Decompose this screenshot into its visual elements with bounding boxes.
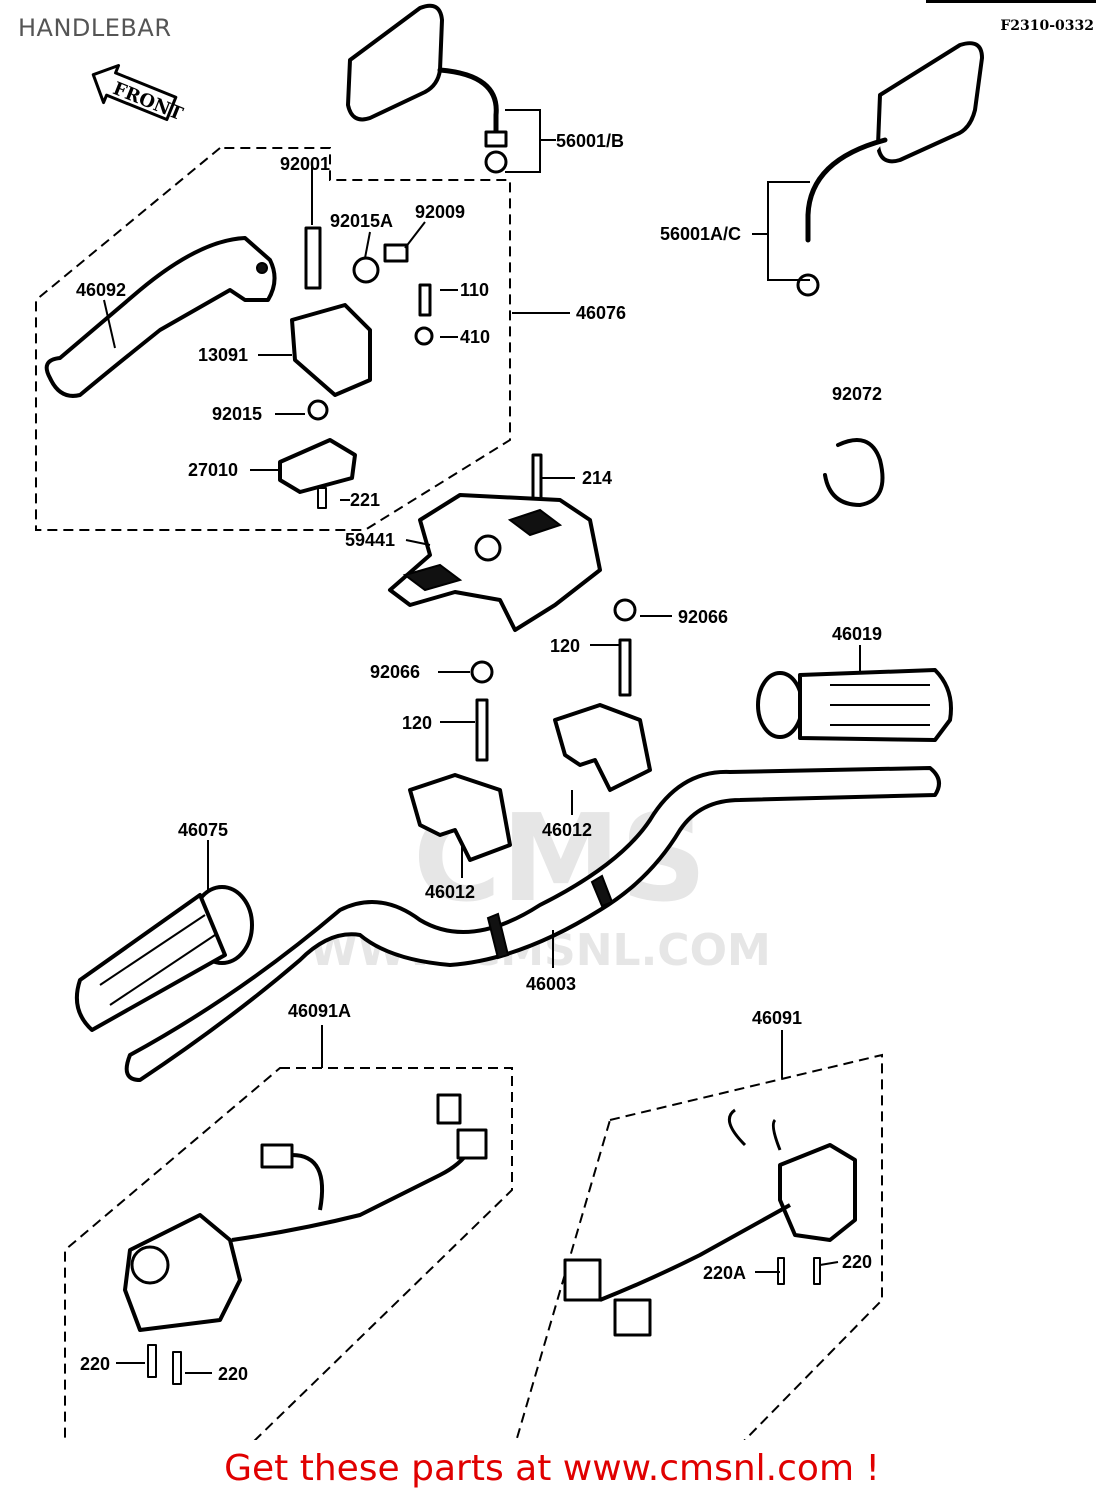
label-46092: 46092: [76, 280, 126, 300]
label-27010: 27010: [188, 460, 238, 480]
label-46003: 46003: [526, 974, 576, 994]
right-mirror: [796, 41, 984, 297]
left-switch-housing: [123, 1093, 488, 1385]
page-title: HANDLEBAR: [18, 14, 172, 42]
clip-92072: [823, 438, 885, 507]
top-clamp-59441: [388, 453, 602, 632]
parts-diagram: CMS WWW.CMSNL.COM FRONT: [35, 3, 984, 1440]
label-214: 214: [582, 468, 612, 488]
brake-lever: [44, 236, 277, 398]
label-92009: 92009: [415, 202, 465, 222]
footer-link-text[interactable]: Get these parts at www.cmsnl.com !: [224, 1448, 880, 1489]
group-box-46091: [515, 1053, 883, 1440]
label-220-c: 220: [218, 1364, 248, 1384]
diagram-code: F2310-0332: [1000, 18, 1094, 34]
label-46091: 46091: [752, 1008, 802, 1028]
leader-lines: [103, 165, 861, 1374]
left-mirror: [346, 3, 508, 174]
grip-46019: [756, 668, 953, 742]
part-labels: 56001/B 56001A/C 92001 92015A 92009 110 …: [76, 131, 882, 1384]
label-46091a: 46091A: [288, 1001, 351, 1021]
label-13091: 13091: [198, 345, 248, 365]
label-410: 410: [460, 327, 490, 347]
bracket-56001ac: [752, 181, 810, 281]
label-92066-a: 92066: [678, 607, 728, 627]
label-59441: 59441: [345, 530, 395, 550]
bracket-56001b: [505, 109, 556, 173]
bolts-120: [470, 598, 637, 762]
label-110: 110: [460, 280, 489, 300]
label-120-b: 120: [402, 713, 432, 733]
label-92015a: 92015A: [330, 211, 393, 231]
right-switch-housing: [563, 1108, 857, 1337]
label-221: 221: [350, 490, 380, 510]
label-46076: 46076: [576, 303, 626, 323]
label-56001ac: 56001A/C: [660, 224, 741, 244]
label-220a: 220A: [703, 1263, 746, 1283]
holder-blocks-46012: [408, 703, 652, 862]
label-120-a: 120: [550, 636, 580, 656]
group-box-46091a: [64, 1067, 513, 1440]
label-46019: 46019: [832, 624, 882, 644]
label-220-a: 220: [842, 1252, 872, 1272]
label-46075: 46075: [178, 820, 228, 840]
label-220-b: 220: [80, 1354, 110, 1374]
grip-46075: [75, 885, 254, 1032]
handlebar-46003: [124, 766, 941, 1082]
label-46012-a: 46012: [542, 820, 592, 840]
label-56001b: 56001/B: [556, 131, 624, 151]
footer-link[interactable]: Get these parts at www.cmsnl.com !: [0, 1448, 1104, 1489]
top-rule: [926, 0, 1096, 3]
group-box-46076: [35, 147, 511, 531]
label-92015: 92015: [212, 404, 262, 424]
label-92072: 92072: [832, 384, 882, 404]
brake-switch-assembly: [278, 226, 434, 509]
label-46012-b: 46012: [425, 882, 475, 902]
label-92001: 92001: [280, 154, 330, 174]
label-92066-b: 92066: [370, 662, 420, 682]
front-arrow: FRONT: [91, 63, 186, 125]
